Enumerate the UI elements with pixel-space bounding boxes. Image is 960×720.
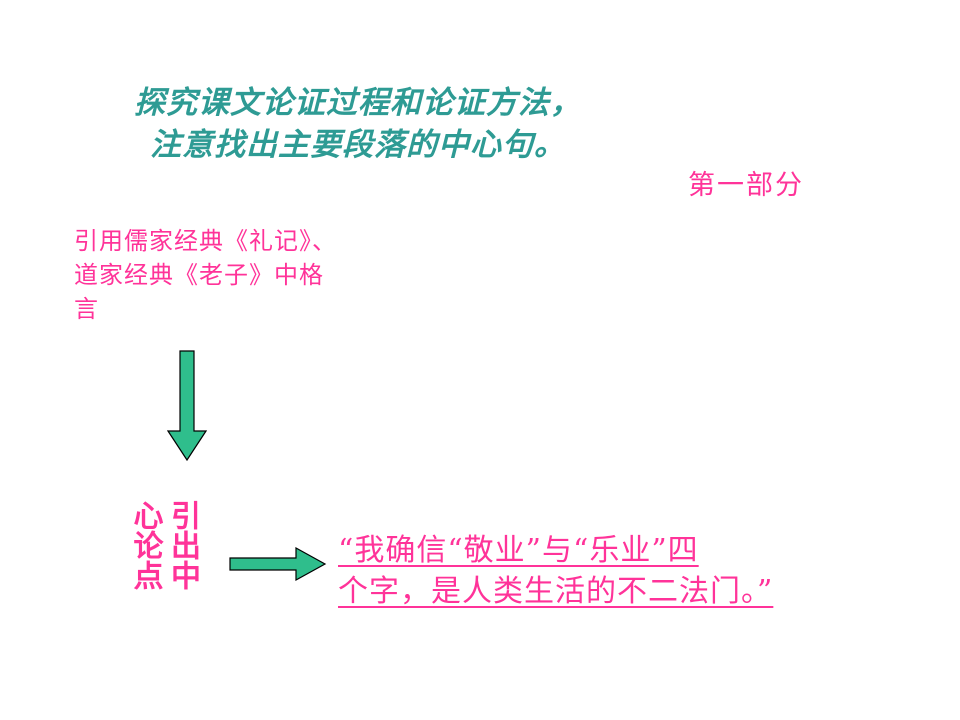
conclusion-quote: “我确信“敬业”与“乐业”四 个字，是人类生活的不二法门。” xyxy=(338,530,918,612)
slide-title-line-2: 注意找出主要段落的中心句。 xyxy=(150,127,566,163)
quote-source-line-2: 道家经典《老子》中格 xyxy=(74,261,324,289)
vertical-label-central-argument: 引出中心论点 xyxy=(127,500,201,590)
down-arrow-icon xyxy=(167,350,207,462)
conclusion-line-2: 个字，是人类生活的不二法门。” xyxy=(338,574,774,609)
slide-title: 探究课文论证过程和论证方法， 注意找出主要段落的中心句。 xyxy=(88,82,628,166)
down-arrow-shape xyxy=(167,350,207,462)
quote-source-text: 引用儒家经典《礼记》、 道家经典《老子》中格 言 xyxy=(74,224,337,326)
right-arrow-shape xyxy=(229,547,327,581)
quote-source-line-3: 言 xyxy=(74,295,99,323)
conclusion-line-1: “我确信“敬业”与“乐业”四 xyxy=(338,533,699,568)
slide-title-line-1: 探究课文论证过程和论证方法， xyxy=(134,85,582,121)
right-arrow-icon xyxy=(229,547,327,581)
quote-source-line-1: 引用儒家经典《礼记》、 xyxy=(74,227,337,255)
section-label: 第一部分 xyxy=(688,170,804,201)
